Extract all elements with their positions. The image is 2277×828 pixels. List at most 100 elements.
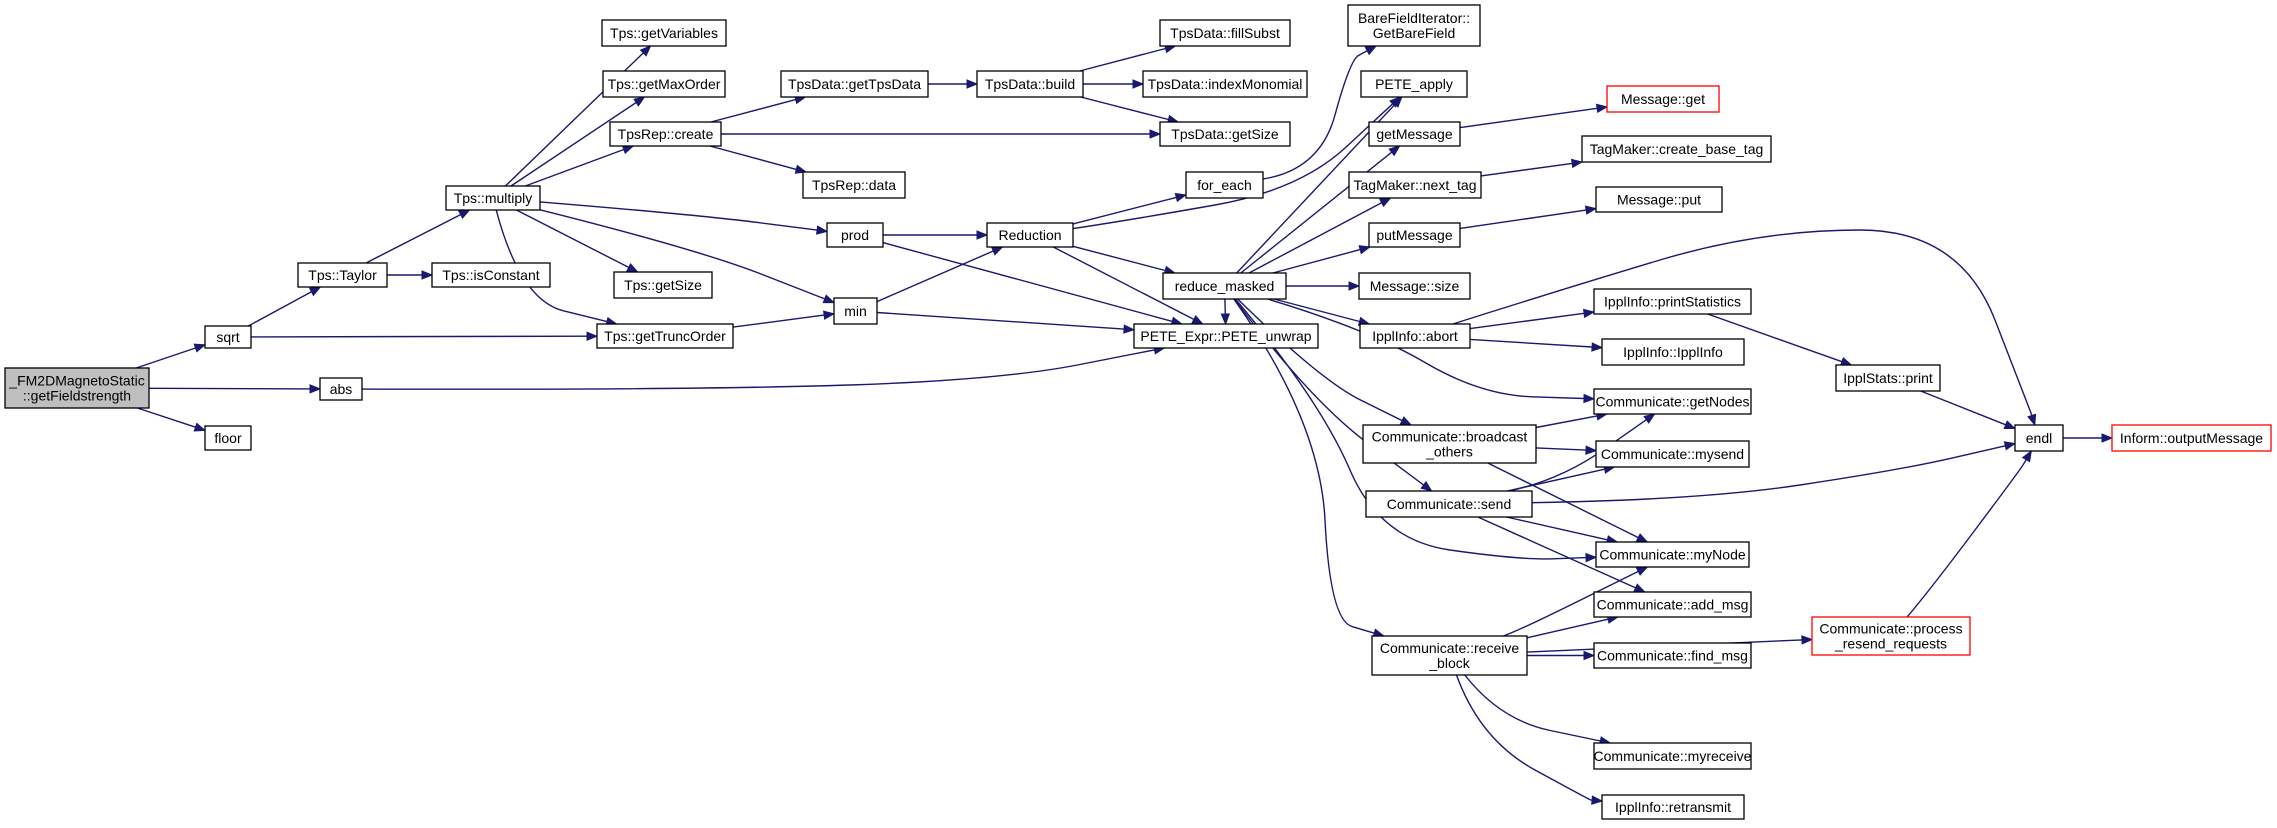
node-getNodes[interactable]: Communicate::getNodes [1593, 388, 1752, 415]
node-multiply[interactable]: Tps::multiply [445, 185, 541, 211]
node-box-min [833, 297, 878, 325]
node-messageSize[interactable]: Message::size [1358, 272, 1471, 300]
node-nextTag[interactable]: TagMaker::next_tag [1348, 171, 1482, 199]
node-myNode[interactable]: Communicate::myNode [1595, 541, 1750, 568]
node-myreceive[interactable]: Communicate::myreceive [1593, 742, 1752, 770]
arrowhead-reduceMasked-to-broadcastOthers [1399, 416, 1413, 426]
node-taylor[interactable]: Tps::Taylor [297, 262, 388, 288]
edge-multiply-to-getSize [516, 209, 630, 269]
node-label-receiveBlock-line2: _block [1428, 655, 1470, 671]
arrowhead-ipplAbort-to-ipplInfoCtor [1591, 342, 1604, 352]
node-box-getTruncOrder [596, 323, 734, 349]
arrowhead-receiveBlock-to-myNode [1635, 566, 1649, 576]
node-label-getNodes: Communicate::getNodes [1595, 394, 1749, 410]
node-sqrt[interactable]: sqrt [204, 325, 252, 349]
arrowhead-forEach-to-bareField [1364, 45, 1378, 56]
node-peteUnwrap[interactable]: PETE_Expr::PETE_unwrap [1133, 323, 1319, 349]
arrowhead-ipplAbort-to-printStatistics [1583, 308, 1596, 319]
node-label-taylor: Tps::Taylor [308, 267, 377, 283]
node-retransmit[interactable]: IpplInfo::retransmit [1601, 794, 1745, 820]
node-isConstant[interactable]: Tps::isConstant [431, 262, 551, 288]
node-label-ipplInfoCtor: IpplInfo::IpplInfo [1623, 344, 1723, 360]
node-label-messageSize: Message::size [1370, 278, 1460, 294]
node-createBaseTag[interactable]: TagMaker::create_base_tag [1581, 135, 1772, 163]
node-findMsg[interactable]: Communicate::find_msg [1593, 642, 1752, 669]
arrowhead-min-to-peteUnwrap [1123, 324, 1136, 334]
node-messagePut[interactable]: Message::put [1595, 186, 1723, 213]
node-indexMonomial[interactable]: TpsData::indexMonomial [1142, 70, 1308, 98]
node-send[interactable]: Communicate::send [1365, 490, 1533, 518]
node-getMessage[interactable]: getMessage [1368, 121, 1461, 147]
node-box-putMessage [1368, 222, 1461, 248]
node-floor[interactable]: floor [204, 425, 252, 451]
arrowhead-getTruncOrder-to-min [823, 310, 836, 320]
arrowhead-ipplAbort-to-endl [2027, 413, 2037, 427]
arrowhead-multiply-to-getVariables [639, 45, 652, 57]
node-mysend[interactable]: Communicate::mysend [1595, 440, 1750, 468]
node-box-multiply [445, 185, 541, 211]
node-tpsDataGetSize[interactable]: TpsData::getSize [1159, 121, 1291, 147]
node-ipplAbort[interactable]: IpplInfo::abort [1359, 323, 1471, 349]
node-label-receiveBlock-line1: Communicate::receive [1380, 640, 1519, 656]
arrowhead-ipplStatsPrint-to-endl [2003, 420, 2017, 429]
node-peteApply[interactable]: PETE_apply [1360, 70, 1468, 98]
node-endl[interactable]: endl [2014, 424, 2064, 452]
edge-sqrt-to-taylor [247, 291, 312, 327]
node-label-reduceMasked: reduce_masked [1175, 278, 1275, 294]
node-box-taylor [297, 262, 388, 288]
arrowhead-endl-to-outputMessage [2101, 433, 2114, 443]
node-prod[interactable]: prod [826, 222, 884, 248]
node-ipplInfoCtor[interactable]: IpplInfo::IpplInfo [1601, 338, 1745, 366]
edge-taylor-to-multiply [365, 213, 461, 264]
node-messageGet[interactable]: Message::get [1606, 85, 1720, 113]
node-forEach[interactable]: for_each [1185, 171, 1264, 199]
node-outputMessage[interactable]: Inform::outputMessage [2111, 424, 2272, 452]
node-label-forEach: for_each [1197, 177, 1251, 193]
node-label-indexMonomial: TpsData::indexMonomial [1148, 76, 1303, 92]
node-box-getVariables [601, 19, 727, 47]
node-printStatistics[interactable]: IpplInfo::printStatistics [1593, 288, 1752, 315]
node-processResend[interactable]: Communicate::process_resend_requests [1811, 616, 1971, 656]
edge-root-to-sqrt [135, 347, 196, 369]
node-build[interactable]: TpsData::build [976, 70, 1084, 98]
node-getTruncOrder[interactable]: Tps::getTruncOrder [596, 323, 734, 349]
edge-reduceMasked-to-getNodes [1267, 298, 1585, 400]
node-putMessage[interactable]: putMessage [1368, 222, 1461, 248]
edge-prod-to-peteUnwrap [882, 241, 1173, 323]
node-ipplStatsPrint[interactable]: IpplStats::print [1835, 364, 1941, 392]
node-getMaxOrder[interactable]: Tps::getMaxOrder [602, 70, 726, 98]
node-box-tpsDataGetSize [1159, 121, 1291, 147]
node-bareField[interactable]: BareFieldIterator::GetBareField [1347, 4, 1481, 47]
node-getSize[interactable]: Tps::getSize [613, 271, 713, 299]
node-getVariables[interactable]: Tps::getVariables [601, 19, 727, 47]
edge-broadcastOthers-to-mysend [1535, 447, 1587, 451]
arrowhead-reduceMasked-to-myNode [1585, 552, 1598, 563]
node-getTpsData[interactable]: TpsData::getTpsData [780, 70, 929, 98]
node-box-nextTag [1348, 171, 1482, 199]
node-reduction[interactable]: Reduction [986, 222, 1074, 248]
node-tpsRepData[interactable]: TpsRep::data [802, 171, 906, 199]
node-fillSubst[interactable]: TpsData::fillSubst [1159, 19, 1291, 47]
node-receiveBlock[interactable]: Communicate::receive_block [1371, 635, 1528, 676]
arrowhead-send-to-addMsg [1633, 583, 1646, 593]
node-addMsg[interactable]: Communicate::add_msg [1593, 591, 1752, 618]
node-label-outputMessage: Inform::outputMessage [2120, 430, 2263, 446]
node-abs[interactable]: abs [319, 377, 363, 401]
node-label-broadcastOthers-line1: Communicate::broadcast [1372, 429, 1528, 445]
node-label-floor: floor [214, 430, 242, 446]
edge-build-to-tpsDataGetSize [1080, 96, 1169, 121]
edge-multiply-to-prod [539, 201, 818, 231]
arrowhead-root-to-floor [193, 422, 207, 432]
node-box-send [1365, 490, 1533, 518]
node-box-bareField [1347, 4, 1481, 47]
node-min[interactable]: min [833, 297, 878, 325]
edge-build-to-fillSubst [1079, 47, 1166, 72]
arrowhead-receiveBlock-to-findMsg [1583, 650, 1596, 661]
node-label-myreceive: Communicate::myreceive [1594, 748, 1752, 764]
node-tpsRepCreate[interactable]: TpsRep::create [609, 121, 722, 147]
node-broadcastOthers[interactable]: Communicate::broadcast_others [1362, 424, 1537, 464]
node-box-getMessage [1368, 121, 1461, 147]
edge-forEach-to-bareField [1262, 50, 1368, 180]
arrowhead-printStatistics-to-ipplStatsPrint [1839, 357, 1853, 366]
node-reduceMasked[interactable]: reduce_masked [1162, 272, 1287, 300]
